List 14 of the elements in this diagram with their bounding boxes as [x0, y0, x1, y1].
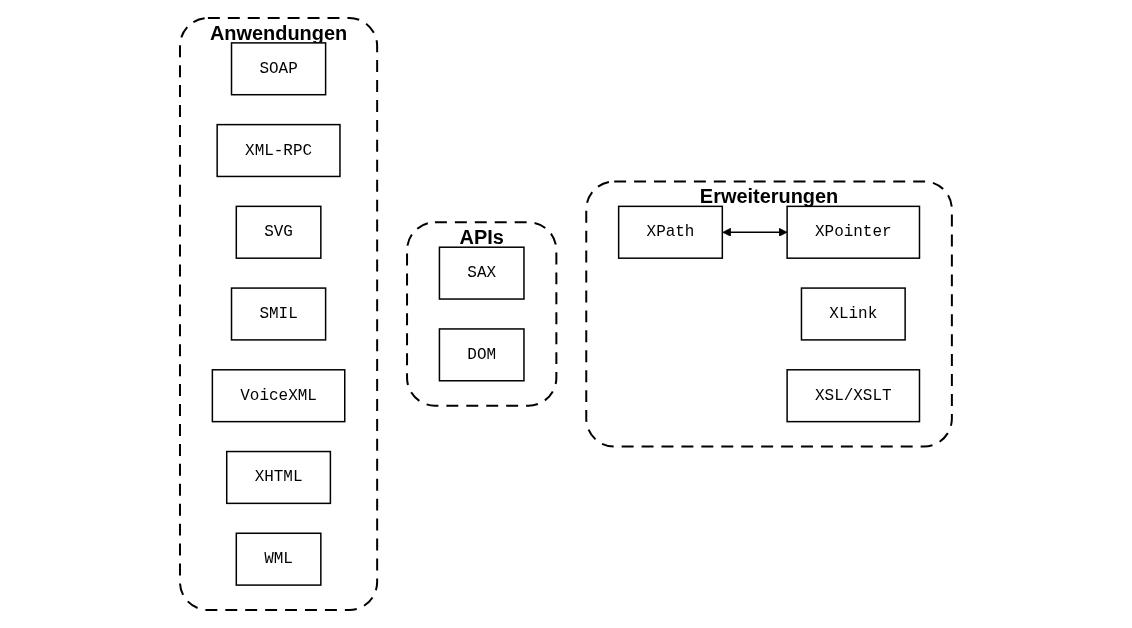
node-box: XHTML	[226, 450, 332, 505]
node-box: VoiceXML	[211, 369, 346, 423]
node-box: WML	[235, 532, 322, 586]
node-box: SAX	[438, 246, 525, 300]
node-box: SOAP	[230, 42, 327, 96]
node-box: XSL/XSLT	[786, 369, 921, 423]
node-box: DOM	[438, 328, 525, 382]
arrow	[722, 227, 788, 237]
node-box: SVG	[235, 205, 322, 259]
node-box: SMIL	[230, 287, 327, 341]
node-box: XML-RPC	[216, 123, 341, 178]
node-box: XLink	[800, 287, 906, 341]
node-box: XPath	[617, 205, 724, 259]
node-box: XPointer	[786, 205, 921, 259]
